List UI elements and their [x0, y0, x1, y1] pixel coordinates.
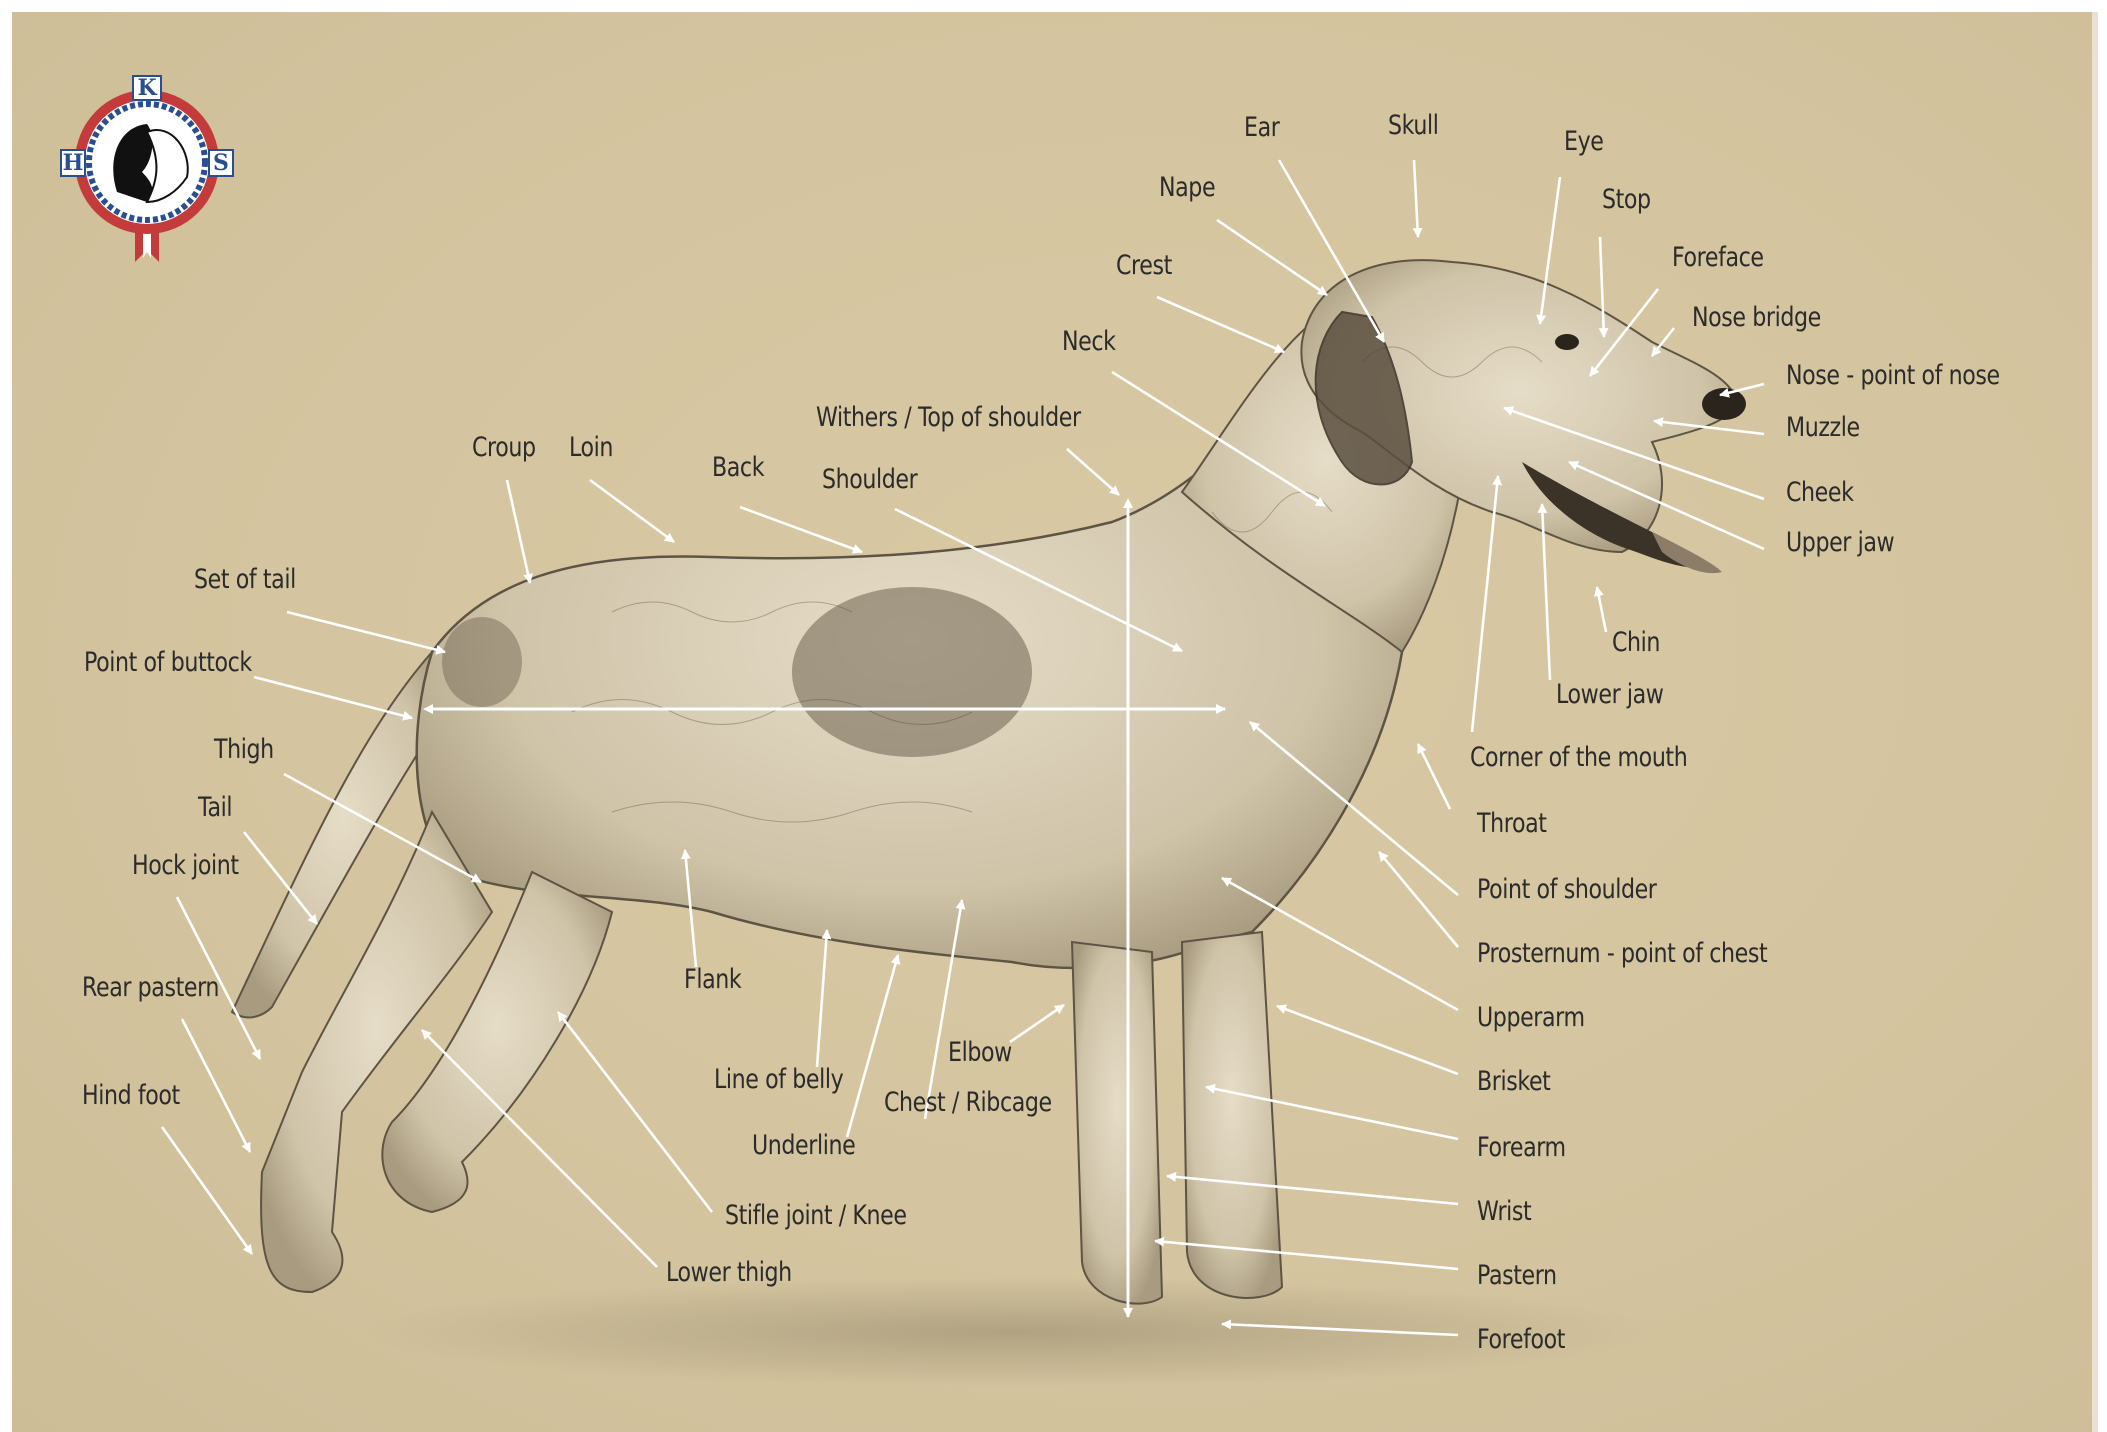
- label-prosternum: Prosternum - point of chest: [1477, 938, 1767, 969]
- label-lower-jaw: Lower jaw: [1556, 679, 1663, 710]
- label-forefoot: Forefoot: [1477, 1324, 1565, 1355]
- label-back: Back: [712, 452, 764, 483]
- label-flank: Flank: [684, 964, 741, 995]
- label-set-of-tail: Set of tail: [194, 564, 296, 595]
- label-rear-pastern: Rear pastern: [82, 972, 219, 1003]
- anatomy-diagram-canvas: K H S: [12, 12, 2098, 1432]
- label-stop: Stop: [1602, 184, 1651, 215]
- label-pastern: Pastern: [1477, 1260, 1557, 1291]
- label-neck: Neck: [1062, 326, 1116, 357]
- label-chin: Chin: [1612, 627, 1660, 658]
- label-stifle-joint: Stifle joint / Knee: [725, 1200, 907, 1231]
- label-upperarm: Upperarm: [1477, 1002, 1585, 1033]
- label-nose-bridge: Nose bridge: [1692, 302, 1821, 333]
- label-cheek: Cheek: [1786, 477, 1854, 508]
- logo-letter-k: K: [137, 75, 157, 101]
- logo-letter-s: S: [213, 150, 229, 176]
- logo-letter-h: H: [63, 150, 84, 176]
- label-croup: Croup: [472, 432, 536, 463]
- label-throat: Throat: [1477, 808, 1547, 839]
- label-nose-point: Nose - point of nose: [1786, 360, 2000, 391]
- label-corner-mouth: Corner of the mouth: [1470, 742, 1687, 773]
- label-brisket: Brisket: [1477, 1066, 1550, 1097]
- label-tail: Tail: [198, 792, 232, 823]
- label-crest: Crest: [1116, 250, 1172, 281]
- label-forearm: Forearm: [1477, 1132, 1566, 1163]
- label-point-of-buttock: Point of buttock: [84, 647, 252, 678]
- label-point-of-shoulder: Point of shoulder: [1477, 874, 1656, 905]
- club-rosette-logo: K H S: [61, 75, 233, 262]
- label-muzzle: Muzzle: [1786, 412, 1860, 443]
- label-upper-jaw: Upper jaw: [1786, 527, 1894, 558]
- dog-anatomy-illustration: K H S: [12, 12, 2092, 1432]
- label-underline: Underline: [752, 1130, 855, 1161]
- label-elbow: Elbow: [948, 1037, 1012, 1068]
- label-chest-ribcage: Chest / Ribcage: [884, 1087, 1052, 1118]
- label-lower-thigh: Lower thigh: [666, 1257, 792, 1288]
- label-hock-joint: Hock joint: [132, 850, 239, 881]
- label-wrist: Wrist: [1477, 1196, 1531, 1227]
- label-foreface: Foreface: [1672, 242, 1764, 273]
- label-skull: Skull: [1388, 110, 1438, 141]
- label-shoulder: Shoulder: [822, 464, 917, 495]
- label-eye: Eye: [1564, 126, 1603, 157]
- label-thigh: Thigh: [214, 734, 274, 765]
- label-withers: Withers / Top of shoulder: [816, 402, 1081, 433]
- label-ear: Ear: [1244, 112, 1279, 143]
- label-hind-foot: Hind foot: [82, 1080, 180, 1111]
- label-loin: Loin: [569, 432, 613, 463]
- label-nape: Nape: [1159, 172, 1215, 203]
- label-line-of-belly: Line of belly: [714, 1064, 843, 1095]
